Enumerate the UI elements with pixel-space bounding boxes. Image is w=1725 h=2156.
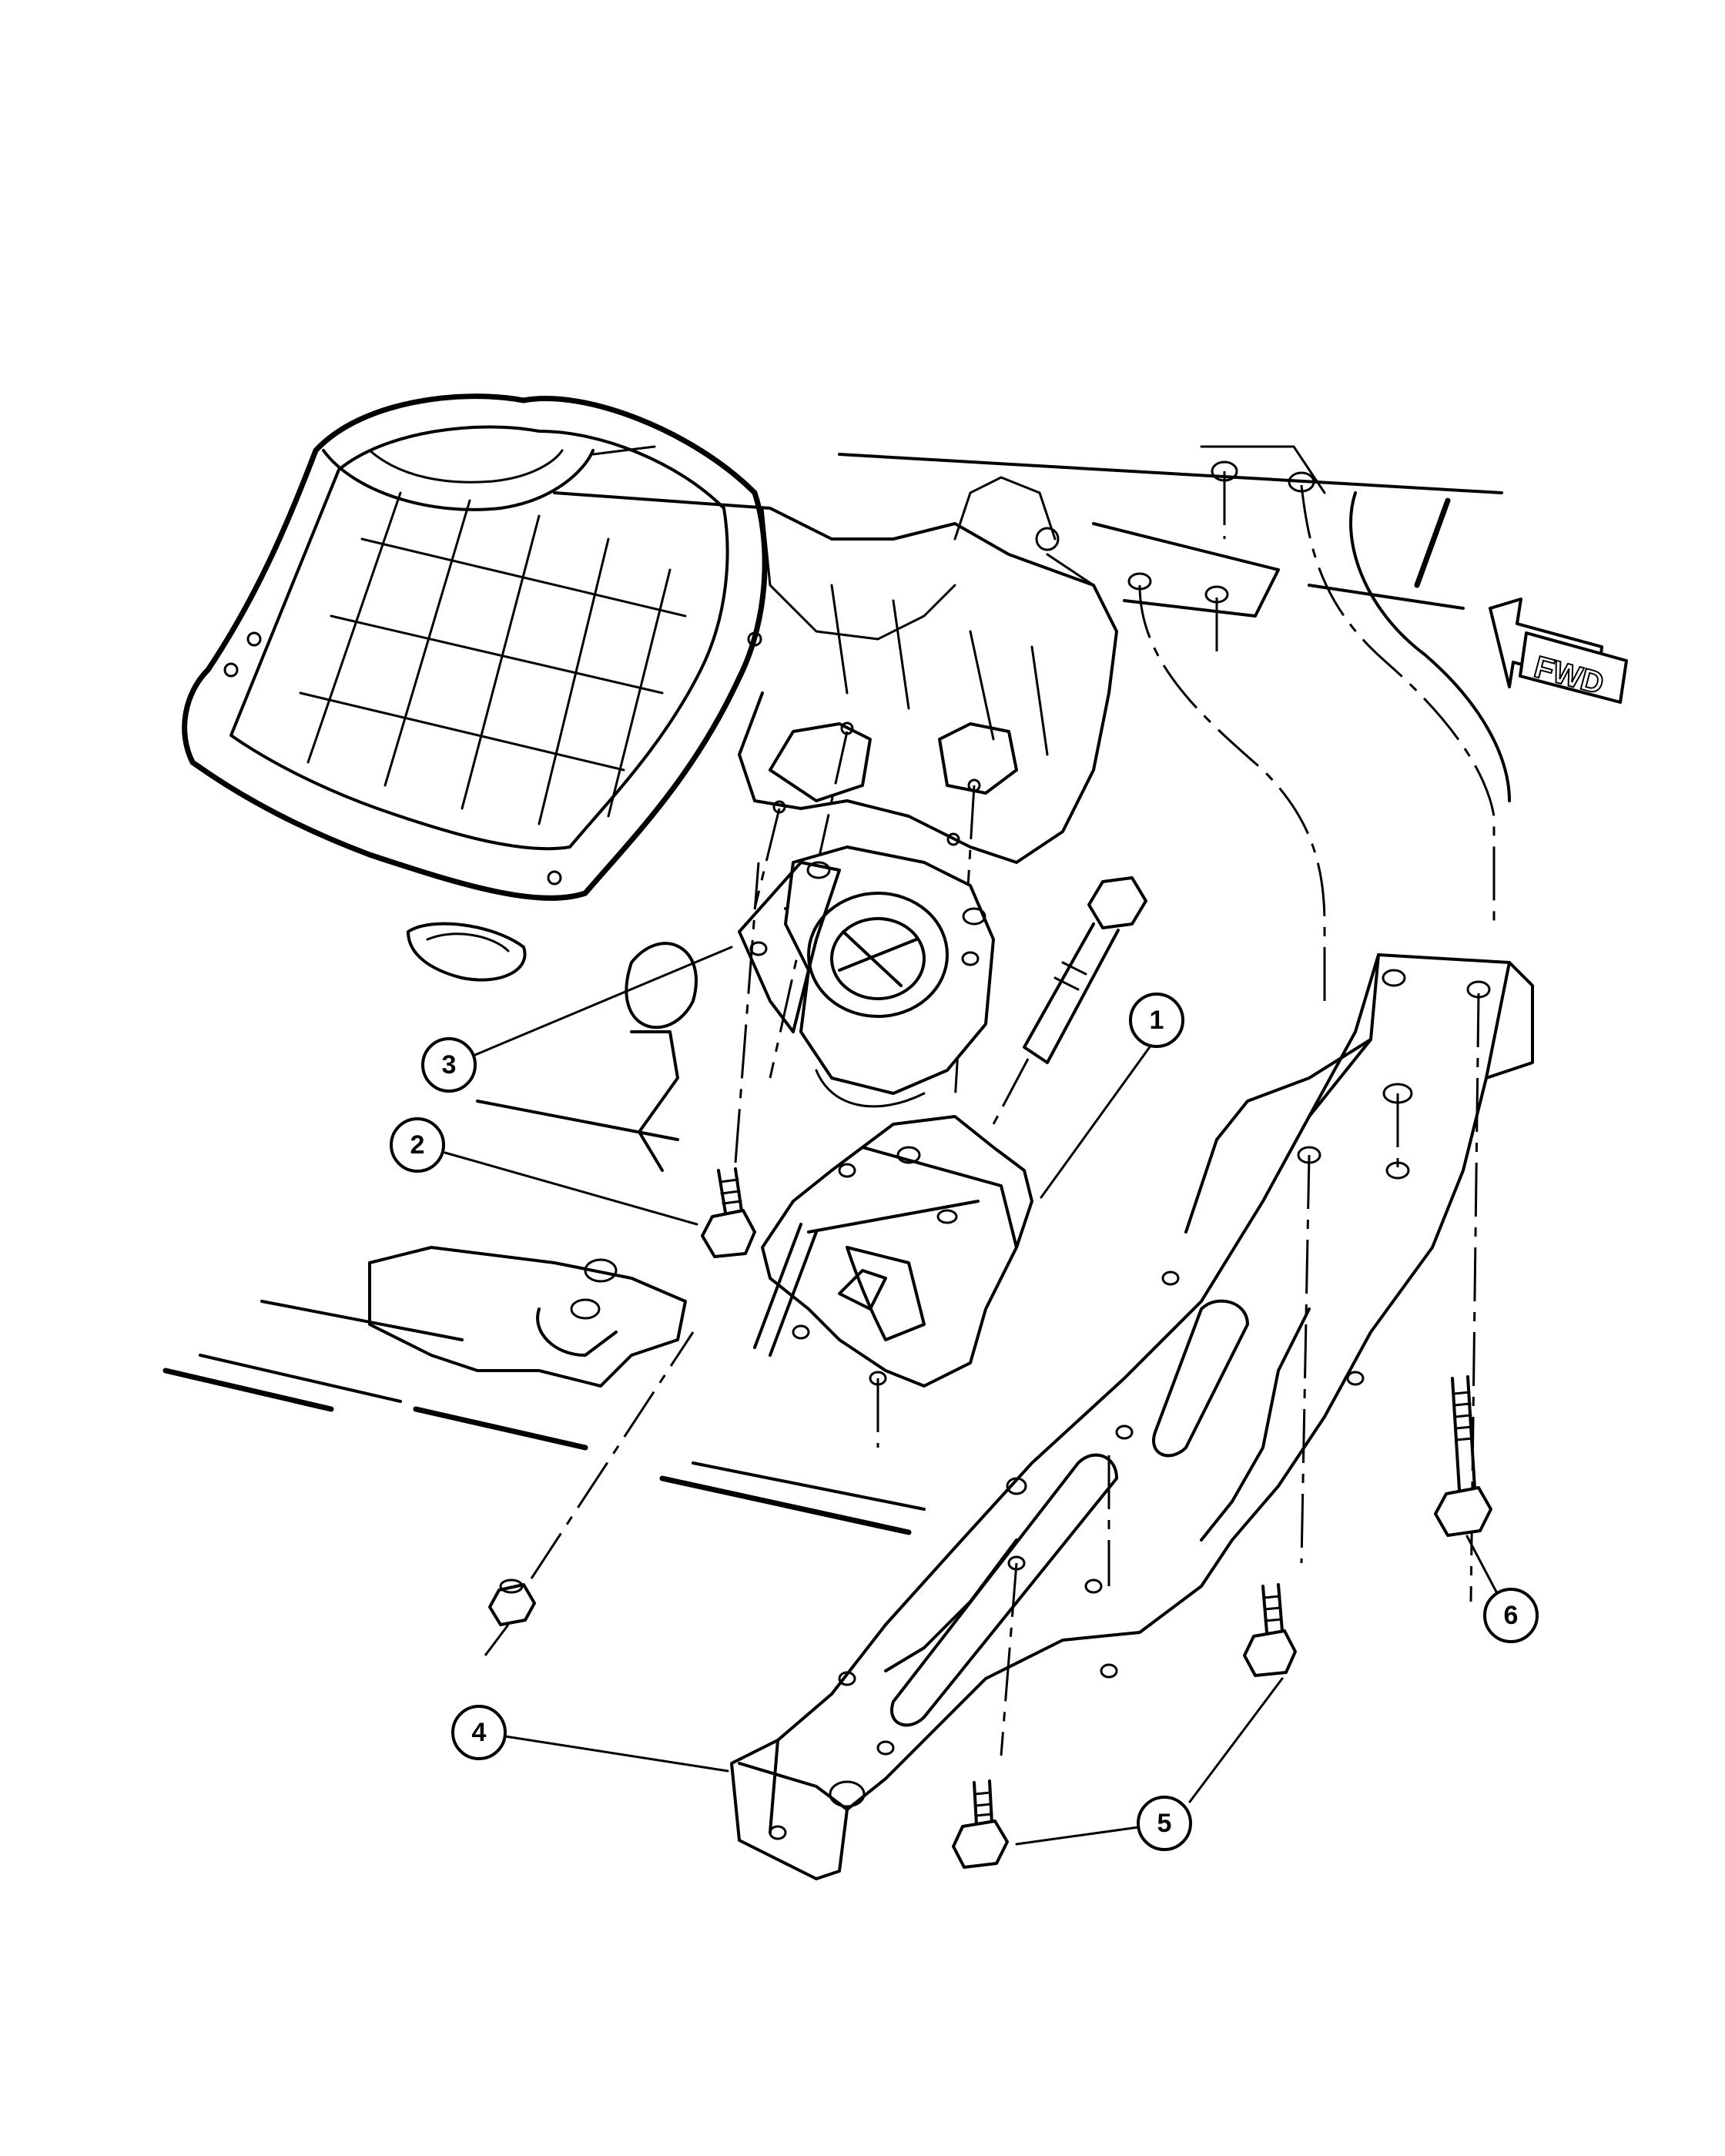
callout-3: 3 xyxy=(421,1037,477,1093)
part-5-bolt-a xyxy=(1243,1583,1297,1677)
part-5-bolt-b xyxy=(952,1779,1009,1869)
forward-direction-arrow: FWD xyxy=(1489,598,1628,704)
part-2-bolt xyxy=(701,862,760,1258)
frame-background xyxy=(162,445,1511,1535)
part-4-crossmember xyxy=(730,953,1534,1880)
callout-2: 2 xyxy=(390,1117,445,1173)
callout-4: 4 xyxy=(451,1705,507,1760)
part-1-mount xyxy=(753,1115,1033,1448)
callout-1-label: 1 xyxy=(1150,1006,1164,1035)
callout-6-label: 6 xyxy=(1504,1601,1519,1630)
callout-5-label: 5 xyxy=(1157,1809,1172,1838)
oil-pan xyxy=(182,393,768,901)
part-6-bolt xyxy=(1434,1375,1492,1537)
through-bolt xyxy=(992,876,1147,1125)
callout-6: 6 xyxy=(1483,1588,1539,1643)
callout-5: 5 xyxy=(1137,1796,1192,1851)
callout-3-label: 3 xyxy=(442,1050,457,1080)
nut xyxy=(484,1331,695,1656)
callout-4-label: 4 xyxy=(472,1718,487,1747)
callout-1: 1 xyxy=(1129,993,1184,1048)
part-3-mount-bracket xyxy=(738,845,995,1108)
callout-2-label: 2 xyxy=(410,1130,425,1160)
